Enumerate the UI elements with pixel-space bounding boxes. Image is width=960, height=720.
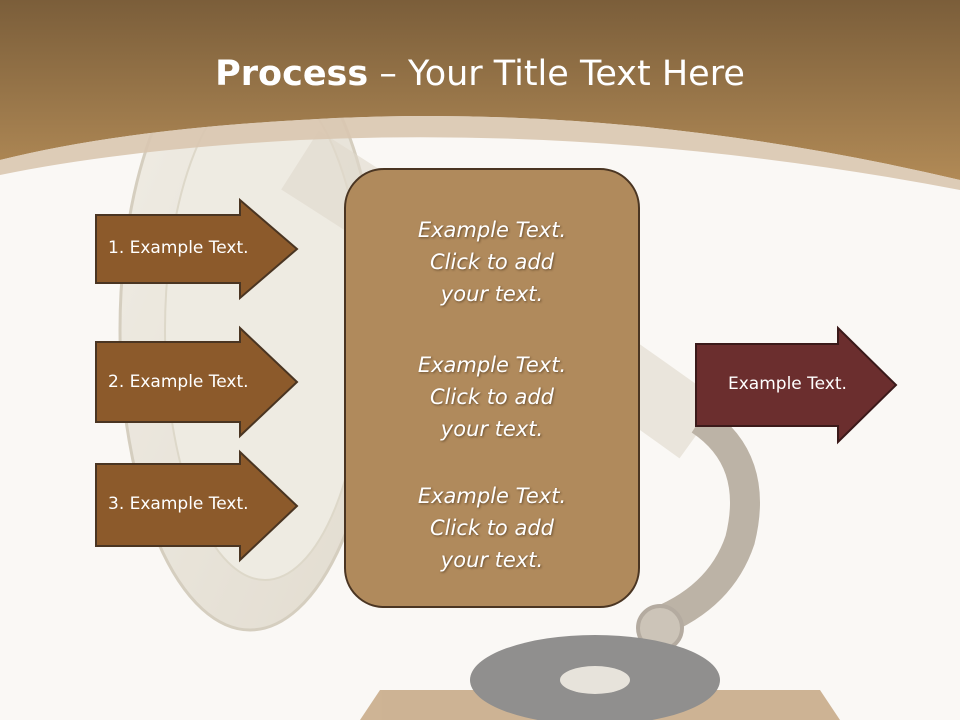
right-arrow[interactable]: Example Text. <box>694 325 900 445</box>
center-block-3-line2: Click to add <box>429 516 554 540</box>
center-block-2-line1: Example Text. <box>417 353 567 377</box>
center-block-1-line1: Example Text. <box>417 218 567 242</box>
right-arrow-label: Example Text. <box>728 374 847 394</box>
center-block-3-line3: your text. <box>440 548 544 572</box>
left-arrow-3-label: 3. Example Text. <box>108 494 249 514</box>
center-block-2: Example Text. Click to add your text. <box>346 349 638 445</box>
slide-title: Process – Your Title Text Here <box>0 52 960 96</box>
center-block-1-line2: Click to add <box>429 250 554 274</box>
center-block-1: Example Text. Click to add your text. <box>346 214 638 310</box>
left-arrow-2-label: 2. Example Text. <box>108 372 249 392</box>
left-arrow-1-label: 1. Example Text. <box>108 238 249 258</box>
title-text: – Your Title Text Here <box>368 54 745 94</box>
center-block-3-line1: Example Text. <box>417 484 567 508</box>
left-arrow-1[interactable]: 1. Example Text. <box>94 197 300 301</box>
left-arrow-3[interactable]: 3. Example Text. <box>94 449 300 564</box>
center-block-2-line3: your text. <box>440 417 544 441</box>
center-text-box[interactable]: Example Text. Click to add your text. Ex… <box>344 168 640 608</box>
center-block-1-line3: your text. <box>440 282 544 306</box>
title-bold: Process <box>215 54 369 94</box>
center-block-2-line2: Click to add <box>429 385 554 409</box>
left-arrow-2[interactable]: 2. Example Text. <box>94 325 300 439</box>
center-block-3: Example Text. Click to add your text. <box>346 480 638 576</box>
